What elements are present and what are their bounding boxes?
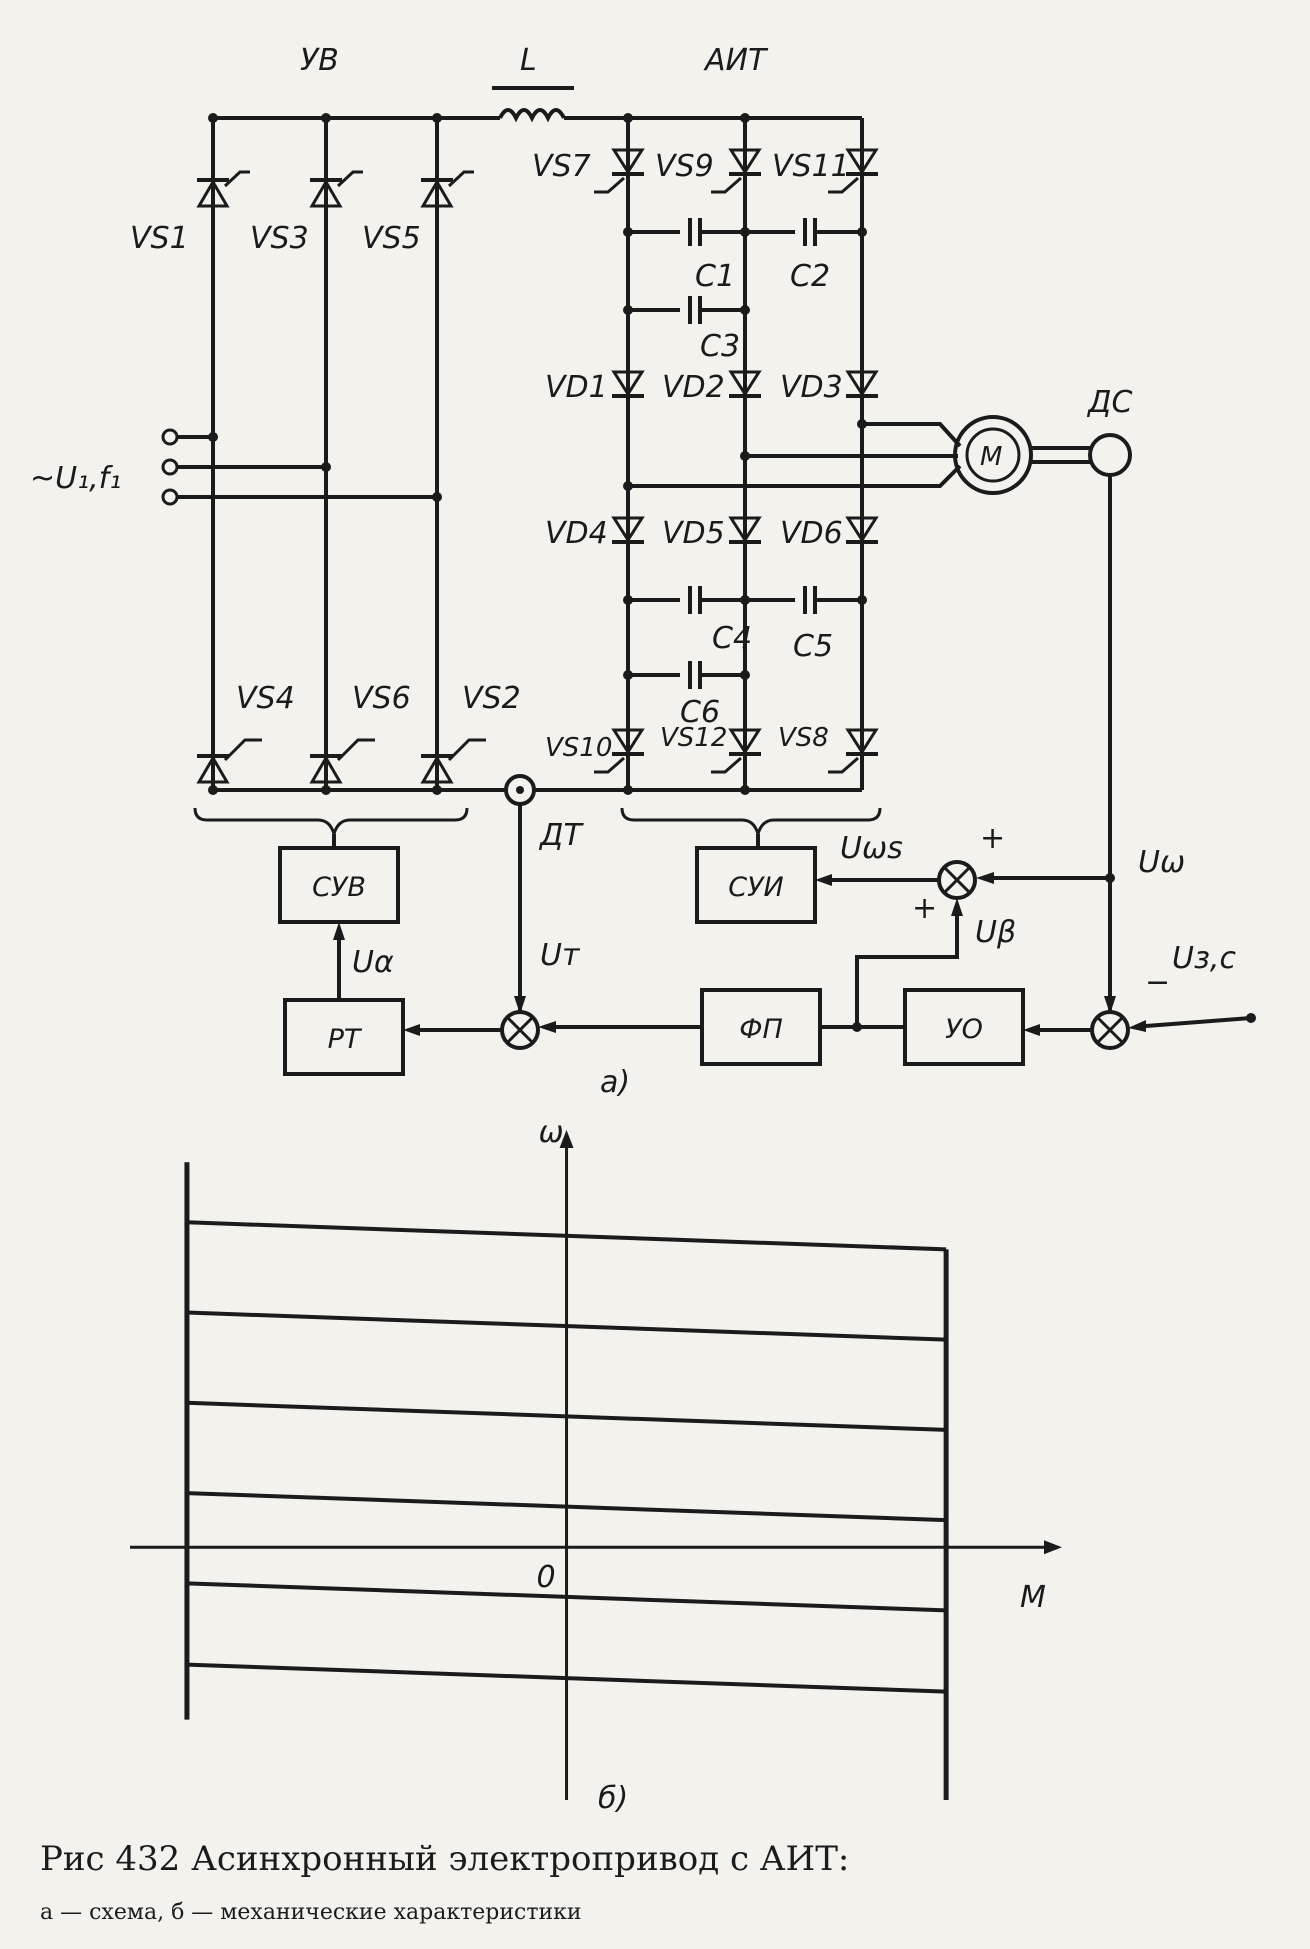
minus-sign-omega: − [1145, 965, 1170, 1000]
origin-label: 0 [537, 1560, 556, 1595]
vd3-label: VD3 [780, 370, 843, 405]
part-b-label: б) [598, 1781, 628, 1816]
u-setpoint-label: Uз,с [1172, 941, 1236, 976]
supply-label: ~U₁,f₁ [30, 461, 121, 496]
block-rt [283, 998, 405, 1076]
control-wiring [333, 872, 1256, 1036]
vs3-label: VS3 [250, 221, 309, 256]
current-sensor-symbol [504, 774, 536, 1014]
vs1-label: VS1 [130, 221, 189, 256]
diode-vd2-symbol [728, 370, 762, 398]
block-sui [695, 846, 817, 924]
vs10-label: VS10 [545, 733, 612, 763]
mechanical-characteristics-chart: ωM 0 [130, 1115, 1062, 1800]
speed-sensor-symbol [1088, 433, 1132, 477]
vs2-label: VS2 [462, 681, 521, 716]
characteristic-line-5 [186, 1581, 947, 1613]
c4-label: C4 [712, 621, 752, 656]
x-axis-label: M [1020, 1580, 1046, 1615]
u-omega-s-label: Uωs [840, 831, 903, 866]
plus-sign-omega: + [980, 821, 1005, 856]
vd5-label: VD5 [662, 516, 725, 551]
inverter-label: АИТ [703, 43, 769, 78]
u-beta-label: Uβ [975, 915, 1016, 950]
diode-vd4-symbol [611, 516, 645, 544]
u-current-label: Uт [540, 938, 581, 973]
characteristic-line-4 [186, 1491, 947, 1523]
vd6-label: VD6 [780, 516, 843, 551]
thyristor-vs12-symbol [711, 728, 762, 774]
thyristor-vs5-symbol [420, 170, 474, 208]
y-axis-label: ω [539, 1115, 564, 1150]
block-suv [278, 846, 400, 924]
current-sensor-label: ДТ [538, 818, 584, 853]
vs7-label: VS7 [532, 149, 591, 184]
motor-label: М [980, 442, 1002, 472]
vs4-label: VS4 [236, 681, 295, 716]
u-alpha-label: Uα [352, 945, 394, 980]
diode-vd3-symbol [845, 370, 879, 398]
vs11-label: VS11 [772, 149, 850, 184]
diode-vd6-symbol [845, 516, 879, 544]
block-suv-label: СУВ [312, 872, 366, 903]
c3-label: C3 [700, 329, 740, 364]
thyristor-vs3-symbol [309, 170, 363, 208]
rectifier-label: УВ [300, 43, 339, 78]
u-omega-label: Uω [1138, 845, 1185, 880]
inductor-label: L [520, 43, 537, 78]
thyristor-vs6-symbol [309, 738, 375, 784]
speed-sensor-label: ДС [1086, 385, 1132, 420]
vs9-label: VS9 [655, 149, 714, 184]
thyristor-vs11-symbol [828, 148, 879, 194]
motor-symbol [953, 415, 1132, 1014]
characteristic-line-2 [186, 1310, 947, 1342]
vs6-label: VS6 [352, 681, 411, 716]
inductor-l-symbol [492, 86, 628, 123]
thyristor-vs9-symbol [711, 148, 762, 194]
block-fp-label: ФП [739, 1014, 783, 1045]
thyristor-vs2-symbol [420, 738, 486, 784]
caption-line-2: а — схема, б — механические характеристи… [40, 1900, 582, 1925]
vd4-label: VD4 [545, 516, 608, 551]
caption-line-1: Рис 432 Асинхронный электропривод с АИТ: [40, 1839, 849, 1879]
summer-speed [1090, 1010, 1130, 1050]
thyristor-vs8-symbol [828, 728, 879, 774]
characteristic-line-6 [186, 1662, 947, 1694]
characteristic-line-1 [186, 1220, 947, 1252]
thyristor-vs7-symbol [594, 148, 645, 194]
inverter-bridge [532, 113, 962, 795]
y-axis-arrow [559, 1130, 574, 1148]
vd2-label: VD2 [662, 370, 725, 405]
vs12-label: VS12 [660, 723, 727, 753]
block-rt-label: РТ [328, 1024, 363, 1055]
c6-label: C6 [680, 695, 720, 730]
c2-label: C2 [790, 259, 830, 294]
plus-sign-beta: + [912, 891, 937, 926]
block-sui-label: СУИ [728, 872, 784, 903]
diode-vd5-symbol [728, 516, 762, 544]
vs5-label: VS5 [362, 221, 421, 256]
summer-slip [937, 860, 977, 900]
thyristor-vs4-symbol [196, 738, 262, 784]
c1-label: C1 [695, 259, 735, 294]
c5-label: C5 [793, 629, 833, 664]
thyristor-vs10-symbol [594, 728, 645, 774]
thyristor-vs1-symbol [196, 170, 250, 208]
rectifier-bridge [161, 113, 508, 795]
diode-vd1-symbol [611, 370, 645, 398]
summer-current [500, 1010, 540, 1050]
vd1-label: VD1 [545, 370, 608, 405]
vs8-label: VS8 [778, 723, 829, 753]
block-uo-label: УО [945, 1014, 983, 1045]
characteristic-line-3 [186, 1400, 947, 1432]
part-a-label: а) [600, 1065, 630, 1100]
x-axis-arrow [1044, 1540, 1062, 1555]
rectifier-gate-brace [193, 807, 469, 840]
